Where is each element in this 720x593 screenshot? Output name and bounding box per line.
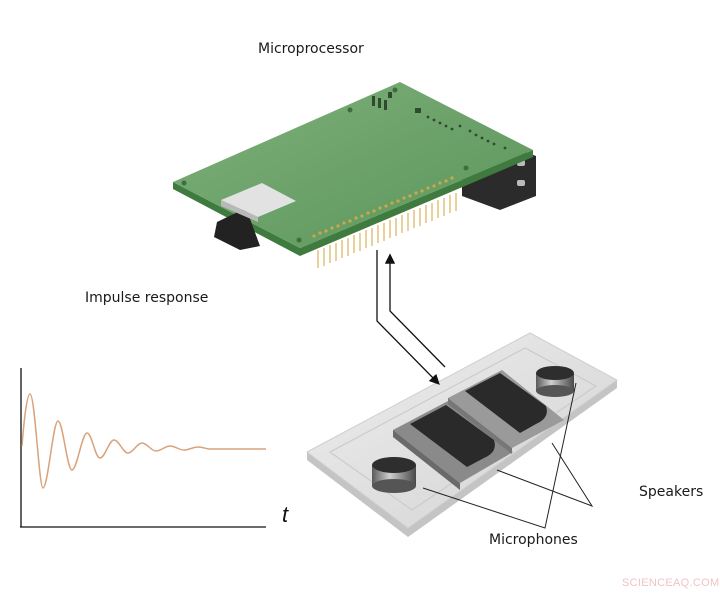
impulse-waveform: [21, 393, 266, 489]
watermark: SCIENCEAQ.COM: [622, 577, 720, 589]
speakers-label: Speakers: [639, 484, 704, 500]
microprocessor-label: Microprocessor: [258, 41, 364, 57]
impulse-response-label: Impulse response: [85, 290, 209, 306]
time-axis-label: t: [282, 502, 289, 527]
microphones-label: Microphones: [489, 532, 578, 548]
